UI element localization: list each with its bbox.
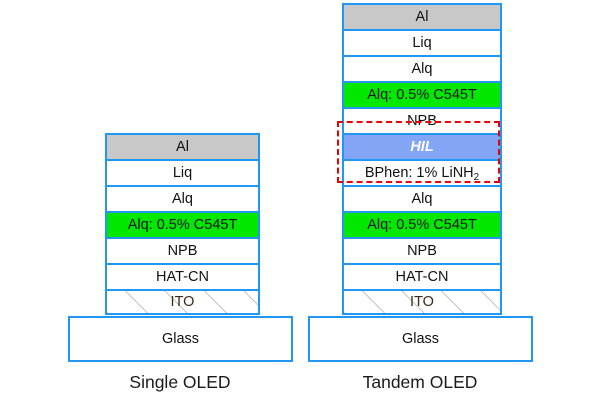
layer-hat-cn: HAT-CN — [105, 263, 260, 289]
layer-label: ITO — [170, 293, 195, 310]
layer-label: Alq: 0.5% C545T — [127, 216, 238, 233]
layer-npb-lower: NPB — [342, 237, 502, 263]
layer-hat-cn: HAT-CN — [342, 263, 502, 289]
layer-label: NPB — [407, 242, 437, 259]
caption-single-oled: Single OLED — [129, 372, 231, 392]
substrate-glass-tandem: Glass — [308, 316, 533, 362]
layer-label: Alq — [172, 190, 193, 207]
layer-label: Al — [415, 8, 429, 25]
layer-ito-anode: ITO — [105, 289, 260, 315]
substrate-label: Glass — [161, 331, 200, 347]
layer-stack-single: Al Liq Alq Alq: 0.5% C545T NPB HAT-CN IT… — [105, 133, 260, 315]
layer-alq: Alq — [105, 185, 260, 211]
layer-label: NPB — [407, 112, 437, 129]
layer-emissive-alq-c545t: Alq: 0.5% C545T — [105, 211, 260, 237]
layer-label: ITO — [410, 293, 434, 310]
layer-al-cathode: Al — [105, 133, 260, 159]
layer-ito-anode: ITO — [342, 289, 502, 315]
layer-alq-upper: Alq — [342, 55, 502, 81]
device-single-oled: Al Liq Alq Alq: 0.5% C545T NPB HAT-CN IT… — [105, 133, 260, 315]
layer-al-cathode: Al — [342, 3, 502, 29]
layer-label-base: BPhen: 1% LiNH — [364, 164, 474, 181]
layer-label: Alq: 0.5% C545T — [367, 216, 477, 233]
layer-alq-lower: Alq — [342, 185, 502, 211]
layer-npb-upper: NPB — [342, 107, 502, 133]
substrate-glass-single: Glass — [68, 316, 293, 362]
layer-emissive-alq-c545t-lower: Alq: 0.5% C545T — [342, 211, 502, 237]
layer-label: Liq — [172, 164, 193, 181]
caption-tandem-oled: Tandem OLED — [362, 372, 478, 392]
layer-label: NPB — [167, 242, 198, 259]
layer-label: HIL — [410, 138, 434, 155]
layer-emissive-alq-c545t-upper: Alq: 0.5% C545T — [342, 81, 502, 107]
layer-hil: HIL — [342, 133, 502, 159]
layer-label: Al — [176, 138, 189, 155]
layer-label-subscript: 2 — [473, 172, 480, 184]
layer-label: BPhen: 1% LiNH2 — [364, 164, 480, 184]
layer-label: Alq: 0.5% C545T — [367, 86, 477, 103]
layer-bphen-linh2: BPhen: 1% LiNH2 — [342, 159, 502, 185]
layer-npb: NPB — [105, 237, 260, 263]
device-tandem-oled: Al Liq Alq Alq: 0.5% C545T NPB HIL BPhen… — [342, 3, 502, 315]
substrate-label: Glass — [401, 331, 440, 347]
layer-label: HAT-CN — [395, 268, 449, 285]
layer-label: Liq — [412, 34, 432, 51]
layer-liq: Liq — [105, 159, 260, 185]
layer-label: Alq — [411, 190, 433, 207]
layer-label: HAT-CN — [156, 268, 209, 285]
layer-label: Alq — [411, 60, 433, 77]
layer-stack-tandem: Al Liq Alq Alq: 0.5% C545T NPB HIL BPhen… — [342, 3, 502, 315]
layer-liq: Liq — [342, 29, 502, 55]
